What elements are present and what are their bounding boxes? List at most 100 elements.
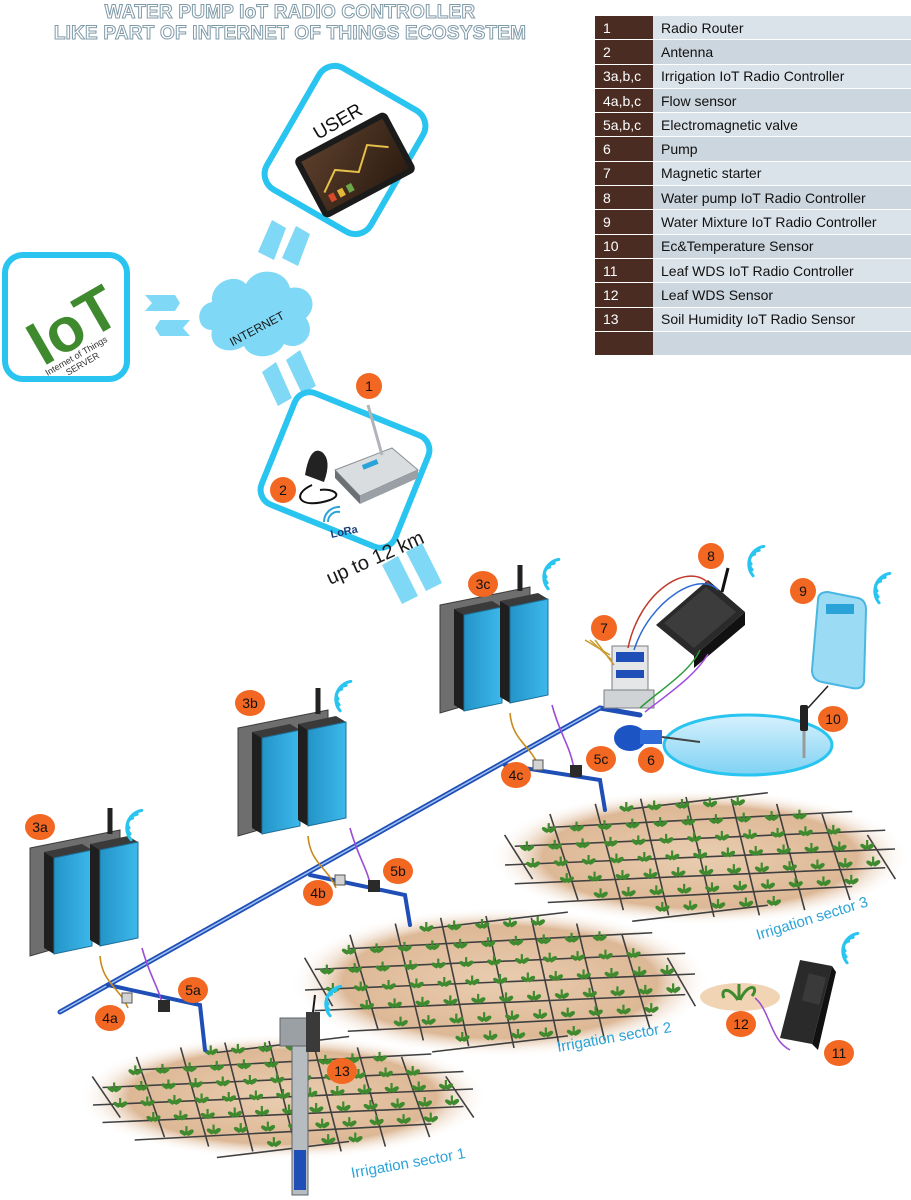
plant-icon: [369, 943, 384, 954]
plant-icon: [267, 1137, 282, 1148]
plant-icon: [453, 938, 468, 949]
plant-icon: [609, 853, 624, 864]
plant-icon: [730, 796, 745, 807]
plant-icon: [653, 817, 668, 828]
plant-icon: [194, 1093, 209, 1104]
plant-icon: [276, 1089, 291, 1100]
plant-icon: [826, 824, 841, 835]
marker-label: 8: [707, 548, 715, 564]
plant-icon: [465, 975, 480, 986]
drip-line: [179, 1047, 210, 1147]
marker-label: 4a: [102, 1010, 118, 1026]
marker-4c: 4c: [501, 762, 531, 788]
plant-icon: [381, 980, 396, 991]
plant-icon: [369, 1115, 384, 1126]
plant-icon: [146, 1112, 161, 1123]
legend-number: 8: [595, 185, 653, 210]
plant-icon: [626, 948, 641, 959]
diagram-title-line-1: WATER PUMP IoT RADIO CONTROLLER: [104, 2, 476, 24]
marker-12: 12: [726, 1011, 756, 1037]
plant-icon: [393, 1016, 408, 1027]
plant-icon: [173, 1110, 188, 1121]
drip-line: [134, 1123, 432, 1141]
plant-icon: [342, 1117, 357, 1128]
plant-icon: [511, 1029, 526, 1040]
plant-icon: [631, 835, 646, 846]
plant-icon: [541, 823, 556, 834]
plant-icon: [788, 877, 803, 888]
plant-icon: [798, 826, 813, 837]
drip-line: [445, 1075, 475, 1119]
plant-icon: [261, 1121, 276, 1132]
plant-icon: [258, 1042, 273, 1053]
plant-icon: [249, 1090, 264, 1101]
valve-5c: [570, 765, 582, 777]
plant-icon: [766, 896, 781, 907]
arrow-from-router: [286, 350, 316, 394]
plant-icon: [140, 1096, 155, 1107]
plant-icon: [206, 1124, 221, 1135]
plant-icon: [844, 874, 859, 885]
legend-label: Ec&Temperature Sensor: [653, 233, 911, 259]
legend-number: 4a,b,c: [595, 87, 653, 113]
drip-line: [575, 923, 606, 1041]
drip-line: [356, 1047, 387, 1147]
valve-5a: [158, 1000, 170, 1012]
plant-icon: [375, 961, 390, 972]
legend-label: [653, 330, 911, 356]
plant-icon: [748, 846, 763, 857]
marker-label: 12: [733, 1016, 749, 1032]
plant-icon: [443, 995, 458, 1006]
plant-icon: [471, 993, 486, 1004]
plant-icon: [587, 871, 602, 882]
plant-icon: [536, 934, 551, 945]
plant-icon: [309, 1103, 324, 1114]
plant-icon: [188, 1077, 203, 1088]
legend-number: 7: [595, 160, 653, 186]
pump-icon: [614, 725, 701, 751]
marker-label: 5a: [185, 982, 201, 998]
plant-icon: [597, 820, 612, 831]
plant-icon: [816, 876, 831, 887]
plant-icon: [559, 873, 574, 884]
arrow-to-router: [262, 362, 292, 406]
plant-icon: [754, 862, 769, 873]
drip-line: [632, 904, 768, 923]
plant-icon: [699, 865, 714, 876]
legend-number: 3a,b,c: [595, 63, 653, 89]
internet-cloud: INTERNET: [199, 271, 313, 357]
plant-icon: [588, 1006, 603, 1017]
marker-label: 6: [647, 752, 655, 768]
plant-icon: [419, 922, 434, 933]
plant-icon: [447, 920, 462, 931]
plant-icon: [644, 1003, 659, 1014]
plant-icon: [715, 830, 730, 841]
water-pump-controller-icon: [627, 567, 745, 713]
plant-icon: [660, 965, 675, 976]
marker-label: 1: [365, 378, 373, 394]
marker-10: 10: [818, 706, 848, 732]
drip-line: [314, 993, 686, 1012]
marker-label: 11: [832, 1045, 847, 1061]
marker-3c: 3c: [468, 571, 498, 597]
legend-label: Antenna: [653, 39, 911, 65]
arrow-to-internet: [145, 295, 180, 311]
plant-icon: [215, 1076, 230, 1087]
iot-server-box: IoT Internet of Things SERVER: [2, 252, 131, 382]
plant-icon: [569, 821, 584, 832]
wifi-signal-icon: [542, 557, 561, 591]
plant-icon: [625, 818, 640, 829]
marker-6: 6: [638, 747, 664, 773]
branch-pipe-a: [106, 983, 207, 1052]
plant-icon: [659, 833, 674, 844]
plant-icon: [655, 902, 670, 913]
plant-icon: [547, 839, 562, 850]
irrigation-fields: [78, 789, 910, 1160]
